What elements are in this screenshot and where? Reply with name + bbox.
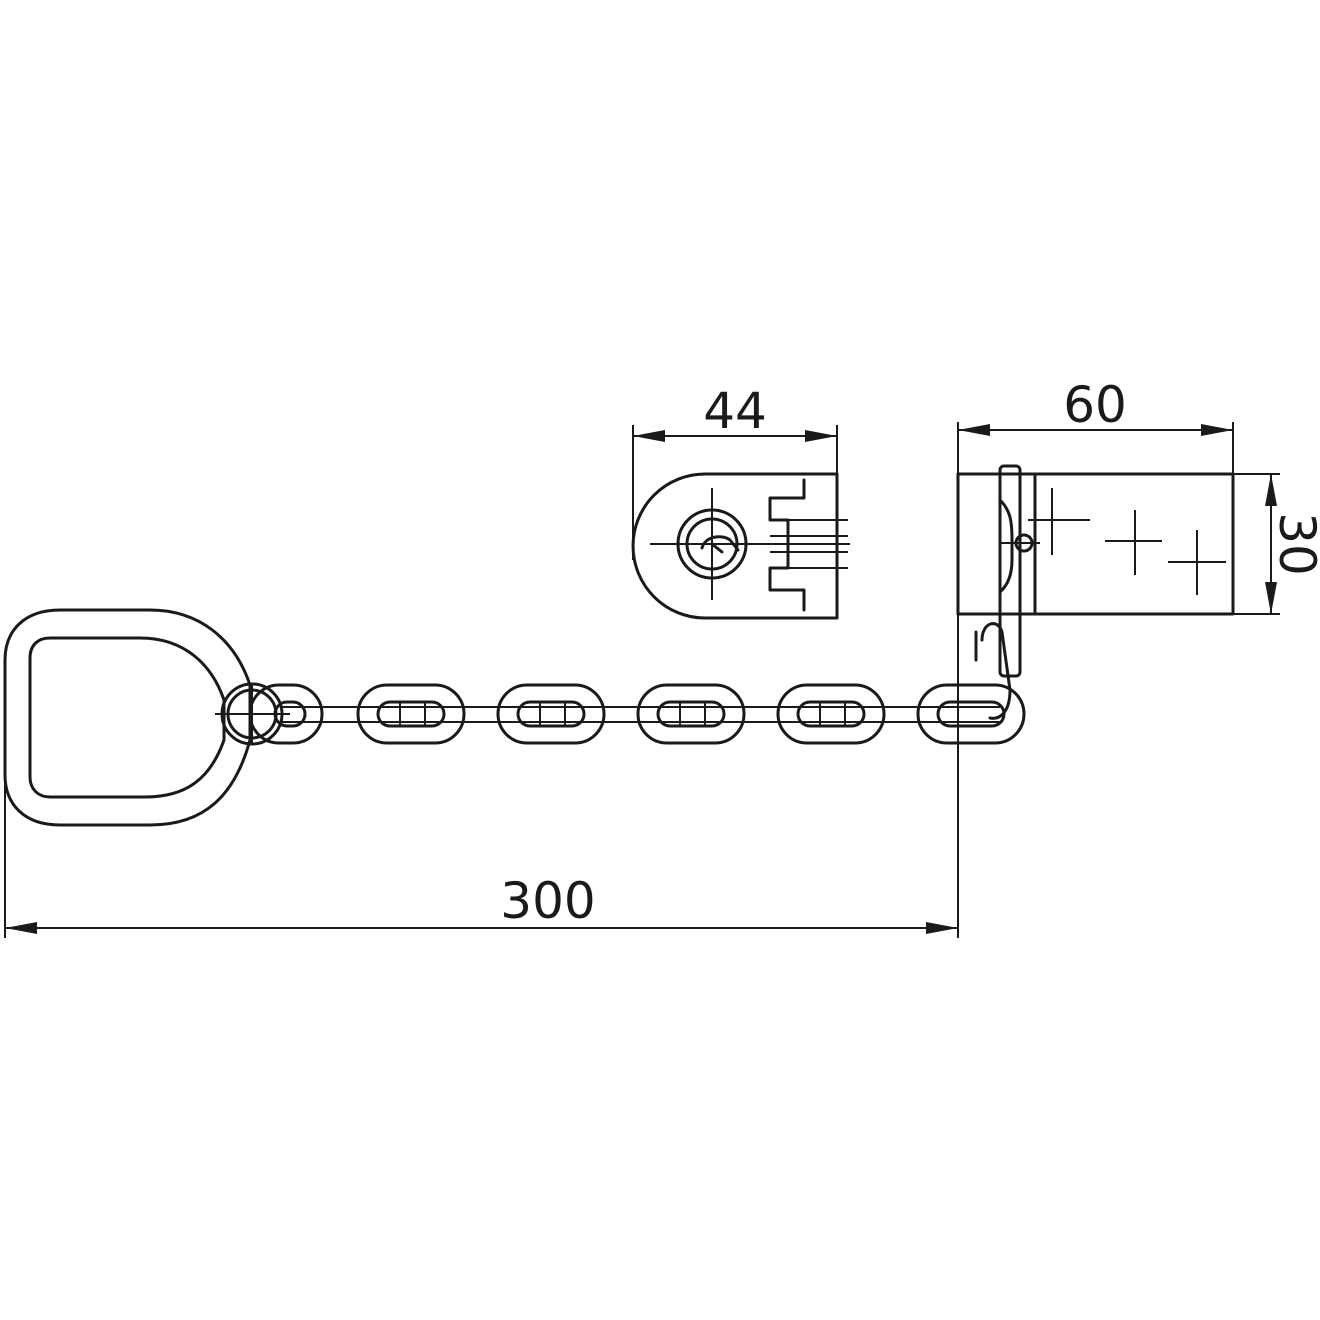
handle-outer-outline [3, 608, 252, 827]
chain [248, 683, 1026, 745]
screw-mark-2 [1105, 510, 1162, 575]
lock-front-view [631, 472, 850, 620]
dimension-60: 60 [957, 376, 1234, 474]
dimension-300: 300 [4, 614, 959, 938]
dimension-30-label: 30 [1268, 512, 1320, 576]
d-ring-handle [3, 608, 290, 827]
lock-catch-lever [980, 622, 1012, 720]
dimension-44-label: 44 [703, 382, 767, 440]
chain-link [356, 683, 466, 745]
dimension-44: 44 [632, 382, 838, 560]
screw-mark-1 [1028, 488, 1090, 555]
chain-link [776, 683, 886, 745]
screw-mark-3 [1168, 530, 1226, 595]
lock-mounting-flange [998, 464, 1022, 678]
chain-link [248, 683, 324, 745]
chain-link [636, 683, 746, 745]
dimension-300-label: 300 [500, 872, 595, 930]
chain-link [496, 683, 606, 745]
handle-inner-outline [28, 636, 226, 799]
lock-body-outline [956, 472, 1235, 616]
dimension-30: 30 [1233, 473, 1320, 615]
lock-side-view [956, 464, 1235, 720]
chain-link [916, 683, 1026, 745]
dimension-60-label: 60 [1063, 376, 1127, 434]
lock-flange-recess [998, 498, 1014, 594]
